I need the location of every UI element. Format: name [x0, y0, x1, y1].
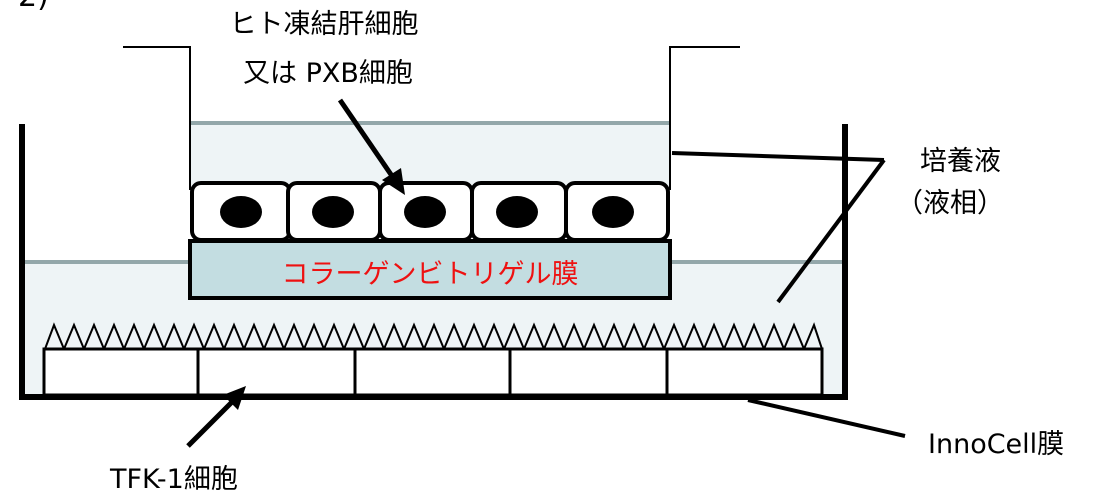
tfk1-cell [508, 347, 669, 397]
tfk1-cell-layer [42, 322, 824, 397]
hepatocyte-label-line1: ヒト凍結肝細胞 [230, 9, 419, 40]
hepatocyte [286, 181, 382, 242]
medium-pointer-lines [671, 151, 886, 304]
tfk1-arrow [186, 386, 246, 448]
medium-label-line2: （液相） [896, 188, 1004, 219]
innocell-label: InnoCell膜 [928, 429, 1064, 460]
cell-culture-insert [123, 46, 740, 190]
hepatocyte-arrow [337, 98, 405, 195]
tfk1-cell [196, 347, 357, 397]
outer-culture-well [19, 124, 848, 400]
microvilli [44, 322, 823, 352]
collagen-membrane-label: コラーゲンビトリゲル膜 [282, 259, 579, 290]
collagen-vitrigel-membrane [188, 239, 672, 300]
figure-number: 2) [18, 0, 49, 14]
hepatocyte [378, 181, 474, 242]
tfk1-label: TFK-1細胞 [109, 464, 238, 495]
hepatocyte-layer [190, 181, 670, 242]
hepatocyte [470, 181, 568, 242]
hepatocyte-label-line2: 又は PXB細胞 [243, 58, 413, 89]
hepatocyte [564, 181, 670, 242]
tfk1-cell [665, 347, 824, 397]
medium-label-line1: 培養液 [920, 146, 1001, 177]
hepatocyte [190, 181, 292, 242]
tfk1-cell [353, 347, 512, 397]
tfk1-cell [42, 347, 200, 397]
innocell-pointer-line [747, 398, 906, 438]
